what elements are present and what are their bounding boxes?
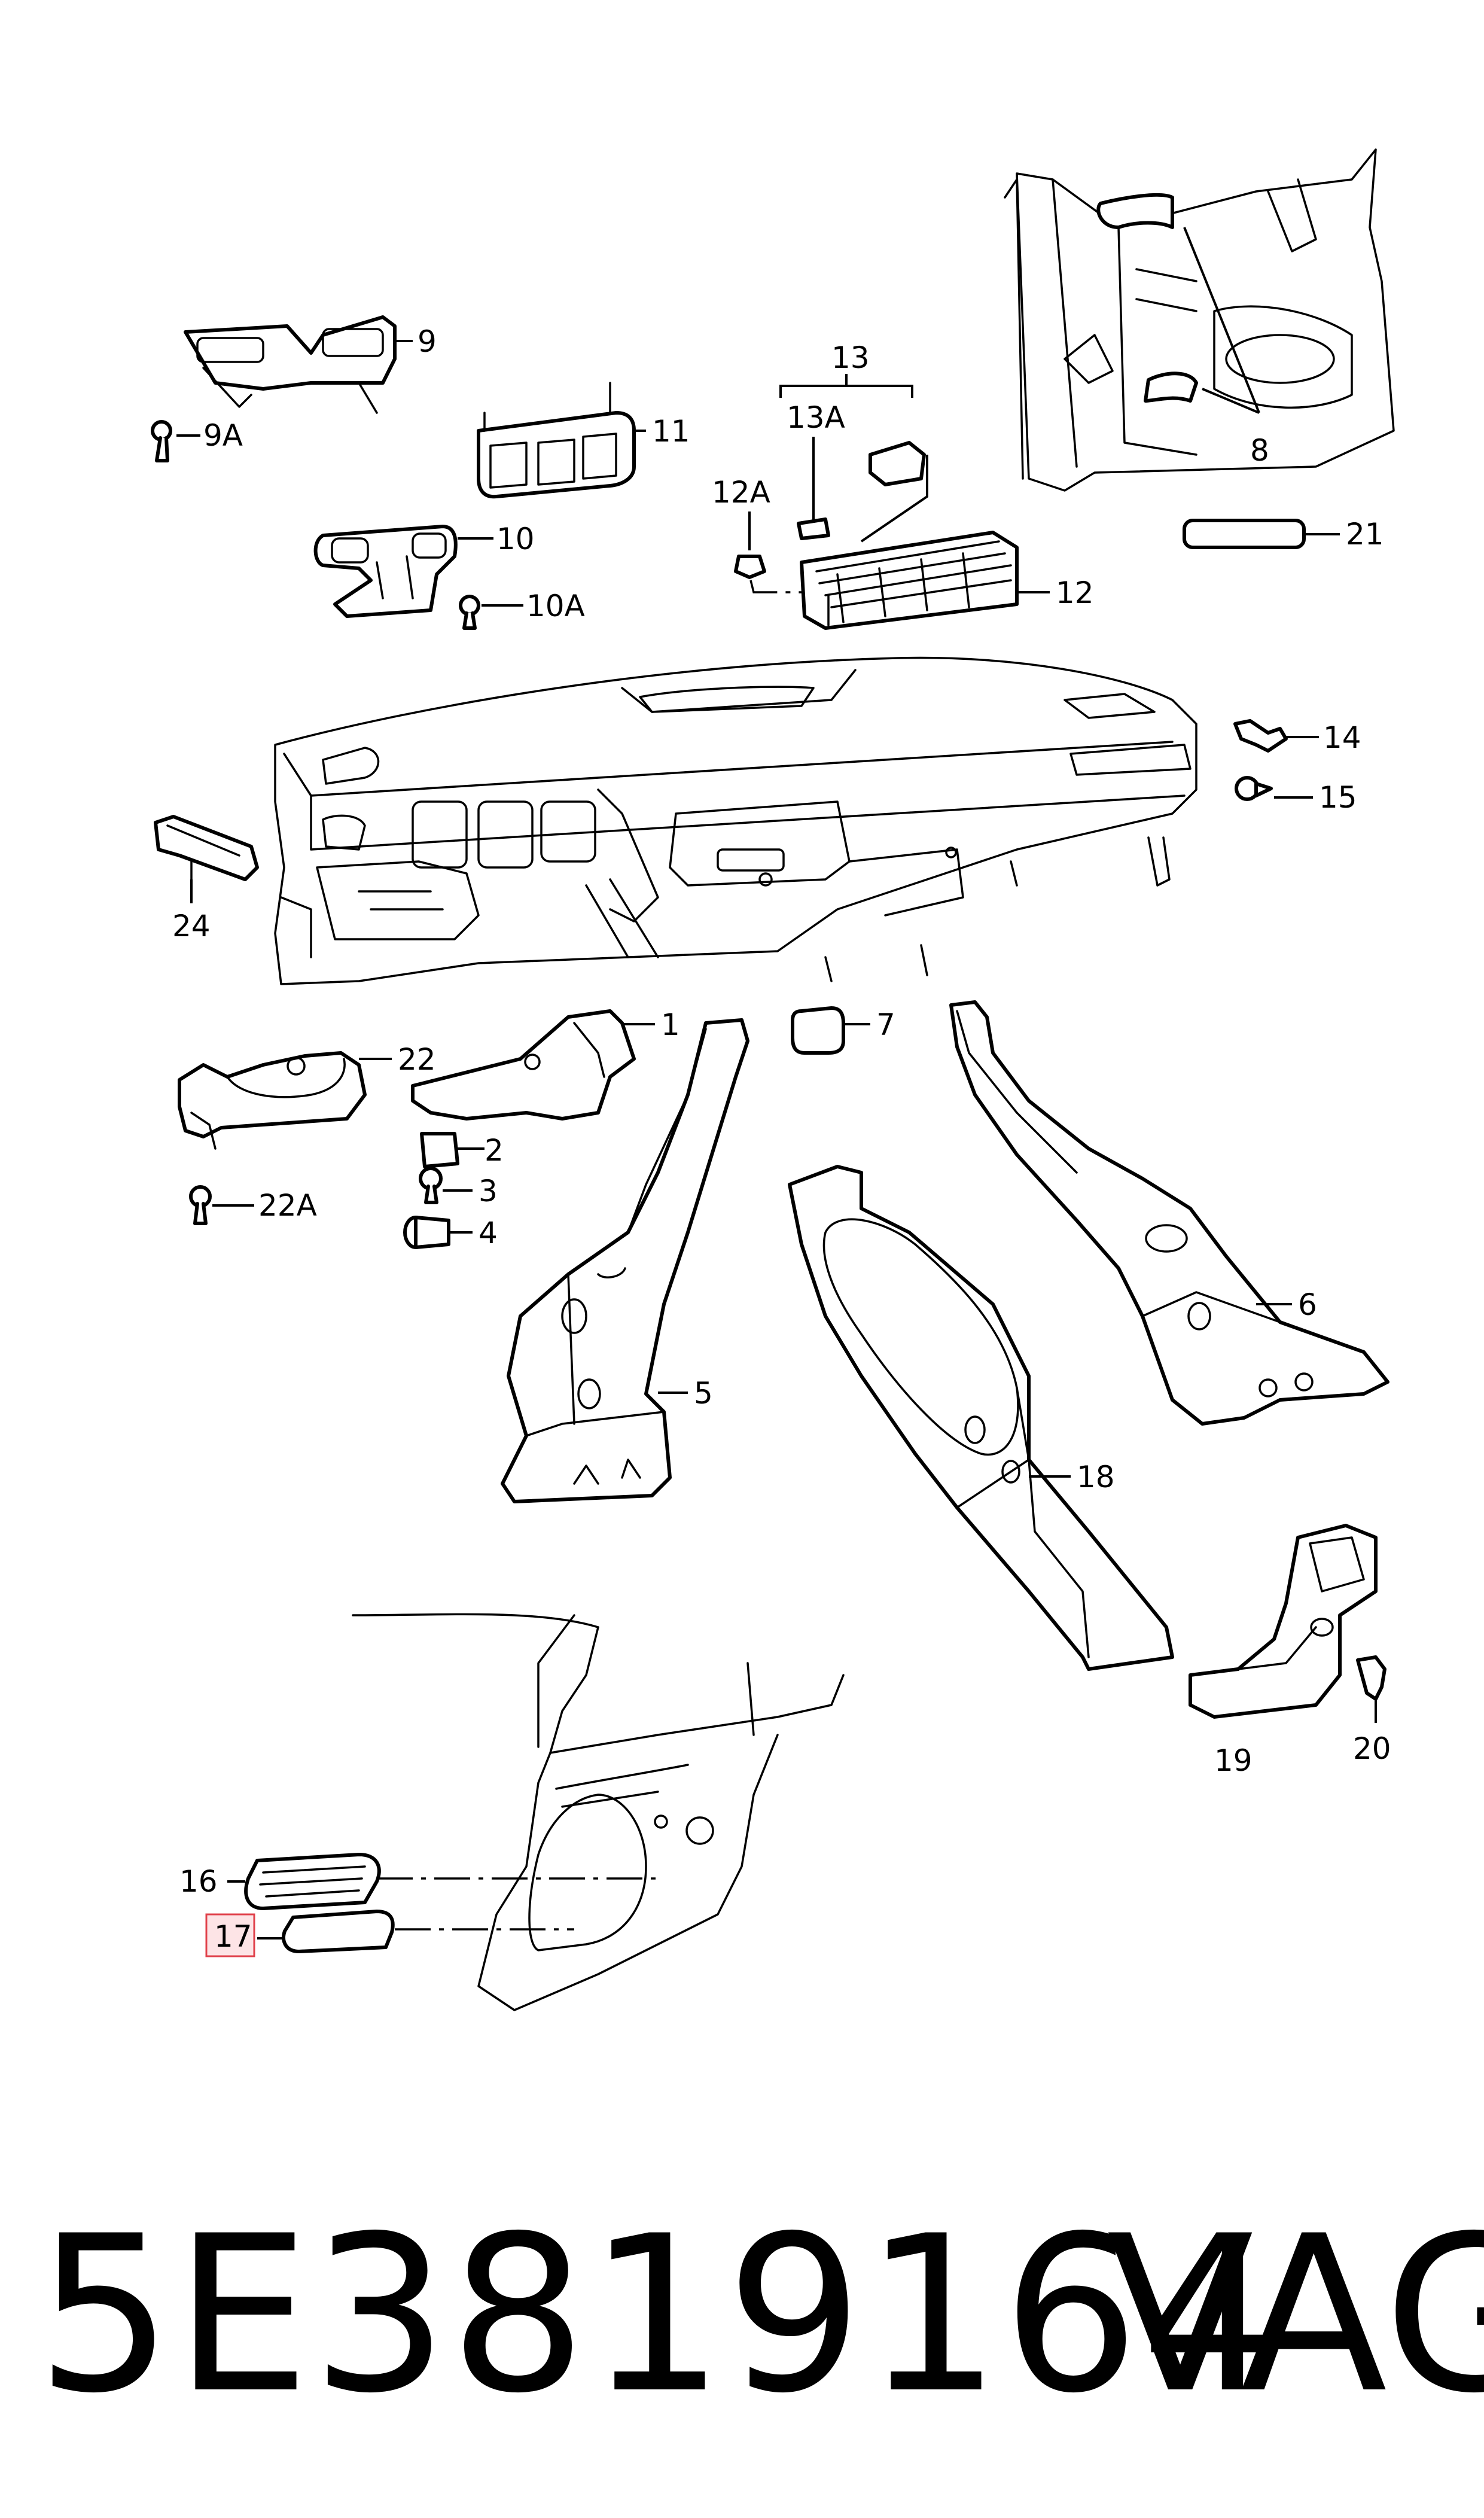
duct-18-drawing: 18 — [788, 1165, 1174, 1671]
callout-22: 22 — [398, 1042, 436, 1077]
callout-12: 12 — [1056, 576, 1094, 610]
callout-8: 8 — [1250, 433, 1269, 468]
center-vent-9-drawing: 9 9A — [151, 315, 437, 462]
brand-name: VAG — [1107, 2190, 1484, 2440]
callout-22a: 22A — [258, 1188, 317, 1223]
duct-5-drawing: 5 — [501, 1018, 749, 1503]
parts-diagram: 8 9 9A 11 10 10A 13 13A — [151, 148, 1395, 2011]
trim-strip-21-drawing: 21 — [1183, 517, 1384, 552]
duct-1-drawing: 1 — [411, 1007, 680, 1121]
cover-7-drawing: 7 — [791, 1006, 895, 1055]
clip-14-screw-15-drawing: 14 15 — [1233, 719, 1361, 815]
rear-side-panel-drawing — [352, 1613, 845, 2011]
filter-12-drawing: 13 13A 12A 12 — [712, 340, 1094, 630]
callout-17-highlight — [205, 1913, 255, 1957]
callout-1: 1 — [661, 1007, 680, 1042]
part-number: 5E3819164 — [36, 2190, 1279, 2440]
callout-15: 15 — [1319, 780, 1357, 815]
dashboard-drawing — [274, 656, 1197, 985]
callout-5: 5 — [694, 1376, 713, 1411]
callout-13a: 13A — [787, 400, 845, 435]
callout-13: 13 — [831, 340, 870, 375]
firewall-hose-assembly-drawing: 8 — [1004, 148, 1395, 492]
callout-9: 9 — [418, 324, 437, 359]
callout-18: 18 — [1077, 1460, 1115, 1494]
callout-7: 7 — [876, 1007, 895, 1042]
callout-20: 20 — [1353, 1731, 1391, 1766]
callout-24: 24 — [172, 909, 211, 943]
callout-14: 14 — [1323, 720, 1361, 755]
vent-19-clip-20-drawing: 19 20 — [1189, 1524, 1391, 1778]
callout-10a: 10A — [526, 589, 585, 623]
vent-16-cap-17-drawing: 16 17 — [179, 1853, 658, 1957]
callout-6: 6 — [1298, 1287, 1317, 1322]
callout-3: 3 — [479, 1174, 498, 1208]
callout-9a: 9A — [203, 418, 243, 453]
callout-17: 17 — [214, 1919, 252, 1954]
callout-4: 4 — [479, 1216, 498, 1250]
callout-2: 2 — [484, 1133, 504, 1168]
duct-10-drawing: 10 10A — [313, 522, 585, 630]
callout-19: 19 — [1214, 1743, 1253, 1778]
fasteners-2-3-4-drawing: 2 3 4 — [403, 1132, 504, 1250]
duct-22-drawing: 22 22A — [178, 1042, 436, 1225]
callout-16: 16 — [179, 1864, 218, 1899]
duct-6-drawing: 6 — [949, 1000, 1389, 1426]
callout-10: 10 — [496, 522, 535, 556]
callout-11: 11 — [652, 414, 690, 449]
callout-21: 21 — [1346, 517, 1384, 552]
callout-12a: 12A — [712, 475, 770, 510]
bracket-24-drawing: 24 — [154, 815, 259, 943]
duct-11-drawing: 11 — [477, 382, 690, 499]
